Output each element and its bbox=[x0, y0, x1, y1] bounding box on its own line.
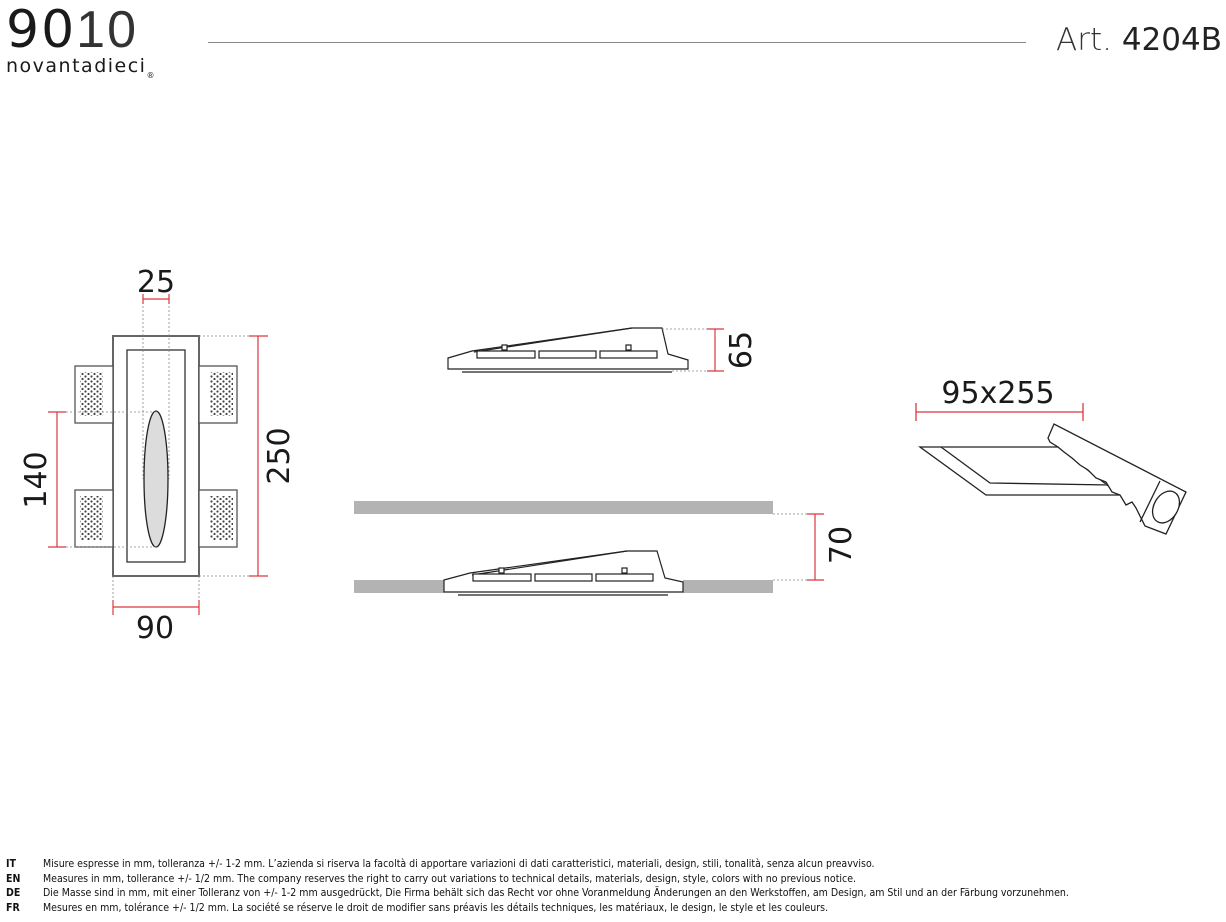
note-fr: FR Mesures en mm, tolérance +/- 1/2 mm. L… bbox=[6, 901, 1069, 916]
installed-view: 70 bbox=[354, 501, 859, 596]
note-text: Misure espresse in mm, tolleranza +/- 1-… bbox=[43, 858, 875, 870]
note-lang: EN bbox=[6, 872, 21, 885]
note-text: Die Masse sind in mm, mit einer Tolleran… bbox=[43, 887, 1069, 899]
ceiling-panel-top bbox=[354, 501, 773, 514]
note-lang: FR bbox=[6, 901, 20, 914]
logo-number: 9010 bbox=[6, 4, 156, 56]
note-en: EN Measures in mm, tollerance +/- 1/2 mm.… bbox=[6, 872, 1069, 887]
technical-drawing: 25 140 250 90 65 70 bbox=[19, 265, 1187, 646]
note-text: Measures in mm, tollerance +/- 1/2 mm. T… bbox=[43, 872, 857, 885]
logo-number-bold: 90 bbox=[6, 0, 77, 60]
note-de: DE Die Masse sind in mm, mit einer Toller… bbox=[6, 886, 1069, 901]
side-view: 65 bbox=[447, 327, 759, 373]
logo-number-light: 10 bbox=[76, 1, 139, 59]
dim-min-cavity: 70 bbox=[824, 526, 859, 564]
dim-fixing-distance: 140 bbox=[19, 451, 54, 508]
header-divider bbox=[208, 42, 1026, 43]
dim-depth: 65 bbox=[724, 331, 759, 369]
note-lang: DE bbox=[6, 887, 21, 899]
article-code: 4204B bbox=[1121, 22, 1222, 58]
disclaimer-notes: IT Misure espresse in mm, tolleranza +/- … bbox=[6, 857, 1069, 915]
note-lang: IT bbox=[6, 858, 16, 870]
note-text: Mesures en mm, tolérance +/- 1/2 mm. La … bbox=[43, 901, 829, 914]
registered-mark: ® bbox=[146, 71, 156, 80]
dim-cut-out: 95x255 bbox=[941, 376, 1054, 411]
article-prefix: Art. bbox=[1056, 22, 1112, 58]
dim-height: 250 bbox=[262, 427, 297, 484]
cut-out-view: 95x255 bbox=[915, 376, 1187, 535]
ceiling-panel-left bbox=[354, 580, 444, 593]
article-number: Art. 4204B bbox=[1056, 22, 1222, 58]
front-view: 25 140 250 90 bbox=[19, 265, 297, 646]
logo-wordmark: novantadieci® bbox=[6, 55, 156, 80]
logo-wordmark-text: novantadieci bbox=[6, 55, 147, 77]
dim-slot-width: 25 bbox=[137, 265, 175, 300]
ceiling-panel-right bbox=[683, 580, 773, 593]
dim-width: 90 bbox=[136, 611, 174, 646]
brand-logo: 9010 novantadieci® bbox=[6, 4, 156, 80]
note-it: IT Misure espresse in mm, tolleranza +/- … bbox=[6, 857, 1069, 872]
